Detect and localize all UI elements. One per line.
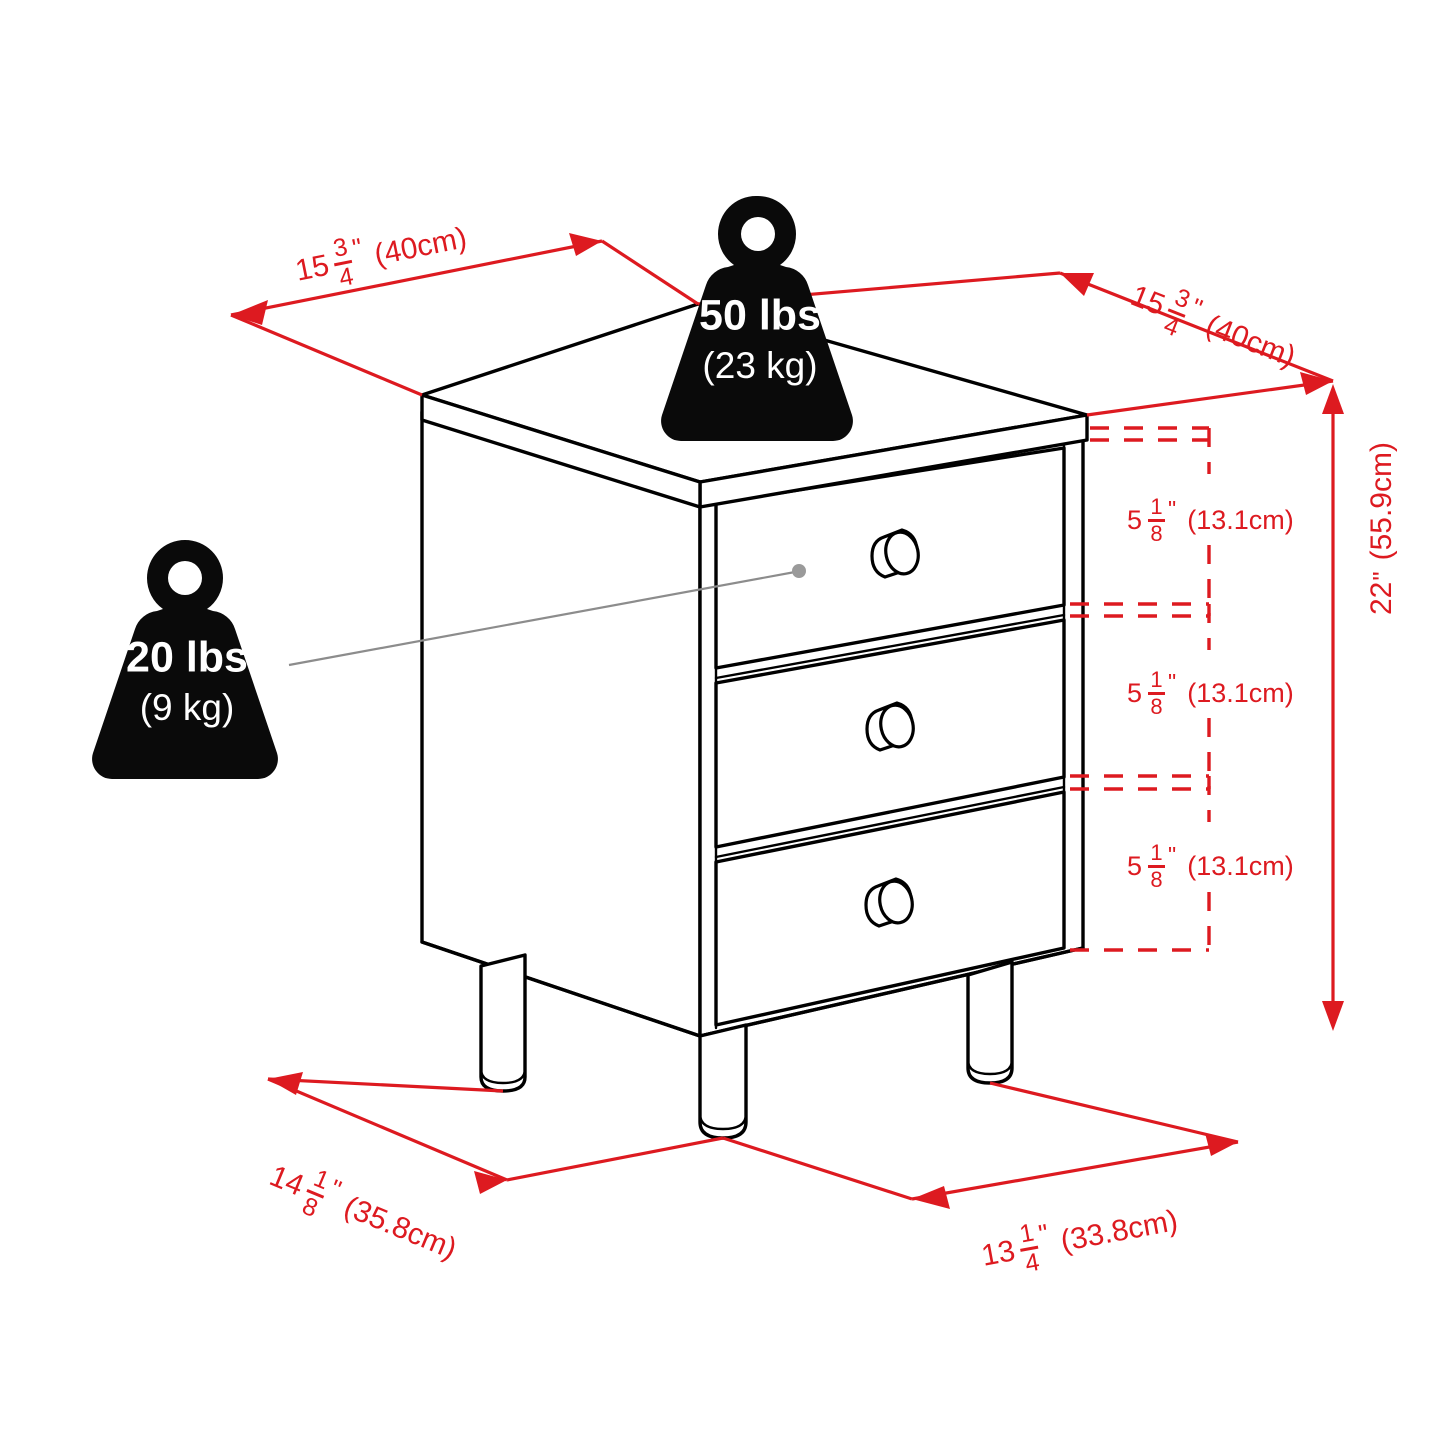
dimension-drawer-extension-lines xyxy=(1070,426,1211,952)
cabinet-top-left-edge xyxy=(420,393,702,509)
drawer-weight-leader-line xyxy=(288,564,806,667)
dim-whole: 13 xyxy=(978,1234,1018,1274)
weight-top-lbs-label: 50 lbs xyxy=(699,291,821,339)
drawer-top-reveal xyxy=(714,613,1066,680)
dim-inch-mark: " xyxy=(349,231,365,264)
dimension-top-left-depth xyxy=(230,233,699,397)
dimension-overall-height xyxy=(1322,384,1344,1031)
dim-inch-mark: " xyxy=(1367,571,1397,581)
weight-top-kg-label: (23 kg) xyxy=(702,345,817,386)
dimension-label-overall-height: 22 " (55.9cm) xyxy=(1365,442,1398,615)
dim-inch-mark: " xyxy=(1036,1217,1051,1249)
dim-fraction-bar xyxy=(1148,519,1166,522)
dimension-label-drawer-3: 5 1 8 " (13.1cm) xyxy=(1127,842,1294,891)
dim-whole: 5 xyxy=(1127,504,1143,535)
dim-whole: 5 xyxy=(1127,677,1143,708)
leg-front-center xyxy=(698,1023,748,1140)
weight-drawer-kg-label: (9 kg) xyxy=(140,687,235,728)
weight-badge-top: 50 lbs (23 kg) xyxy=(661,196,853,441)
dim-fraction-bar xyxy=(1148,692,1166,695)
dim-metric: (13.1cm) xyxy=(1187,677,1294,708)
weight-icon-top-hole xyxy=(741,217,775,251)
dim-fraction: 1 8 xyxy=(1148,494,1166,546)
leg-front-right xyxy=(966,960,1014,1085)
dim-inch-mark: " xyxy=(1168,842,1177,868)
weight-drawer-lbs-label: 20 lbs xyxy=(126,633,248,681)
dim-denominator: 8 xyxy=(298,1191,322,1223)
cabinet-left-side-panel xyxy=(420,410,702,1038)
leg-front-left xyxy=(479,953,527,1093)
dim-numerator: 1 xyxy=(1150,840,1163,865)
dim-inch-mark: " xyxy=(1168,496,1177,522)
dim-numerator: 1 xyxy=(1150,494,1163,519)
dim-whole: 22 xyxy=(1365,581,1398,615)
dim-denominator: 4 xyxy=(1022,1247,1042,1278)
dim-denominator: 8 xyxy=(1150,693,1163,719)
dim-numerator: 1 xyxy=(1017,1218,1037,1249)
dim-fraction-bar xyxy=(1148,865,1166,868)
dim-metric: (33.8cm) xyxy=(1058,1204,1181,1259)
dim-whole: 5 xyxy=(1127,850,1143,881)
dimension-label-drawer-1: 5 1 8 " (13.1cm) xyxy=(1127,496,1294,545)
drawer-middle-reveal xyxy=(714,785,1066,859)
dim-denominator: 4 xyxy=(1160,310,1184,342)
dim-metric: (13.1cm) xyxy=(1187,850,1294,881)
dim-numerator: 1 xyxy=(1150,667,1163,692)
drawer-knob-middle xyxy=(865,701,915,752)
weight-icon-drawer-hole xyxy=(168,561,202,595)
drawer-knob-bottom xyxy=(864,877,914,928)
dim-denominator: 8 xyxy=(1150,520,1163,546)
dim-metric: (40cm) xyxy=(371,221,470,273)
dimension-base-right-width xyxy=(722,1081,1239,1209)
dim-numerator: 3 xyxy=(330,232,350,263)
dim-metric: (55.9cm) xyxy=(1365,442,1398,561)
drawer-knob-top xyxy=(870,528,920,579)
weight-icon-drawer xyxy=(92,540,278,779)
weight-badge-drawer: 20 lbs (9 kg) xyxy=(92,540,278,779)
dim-metric: (13.1cm) xyxy=(1187,504,1294,535)
dimension-label-drawer-2: 5 1 8 " (13.1cm) xyxy=(1127,669,1294,718)
dim-fraction: 1 8 xyxy=(1148,667,1166,719)
dim-denominator: 4 xyxy=(336,261,356,292)
dim-whole: 15 xyxy=(292,249,332,288)
dimension-base-left-depth xyxy=(267,1072,724,1194)
dim-denominator: 8 xyxy=(1150,866,1163,892)
weight-icon-top xyxy=(661,196,853,441)
dim-inch-mark: " xyxy=(1168,669,1177,695)
dim-fraction: 1 8 xyxy=(1148,840,1166,892)
